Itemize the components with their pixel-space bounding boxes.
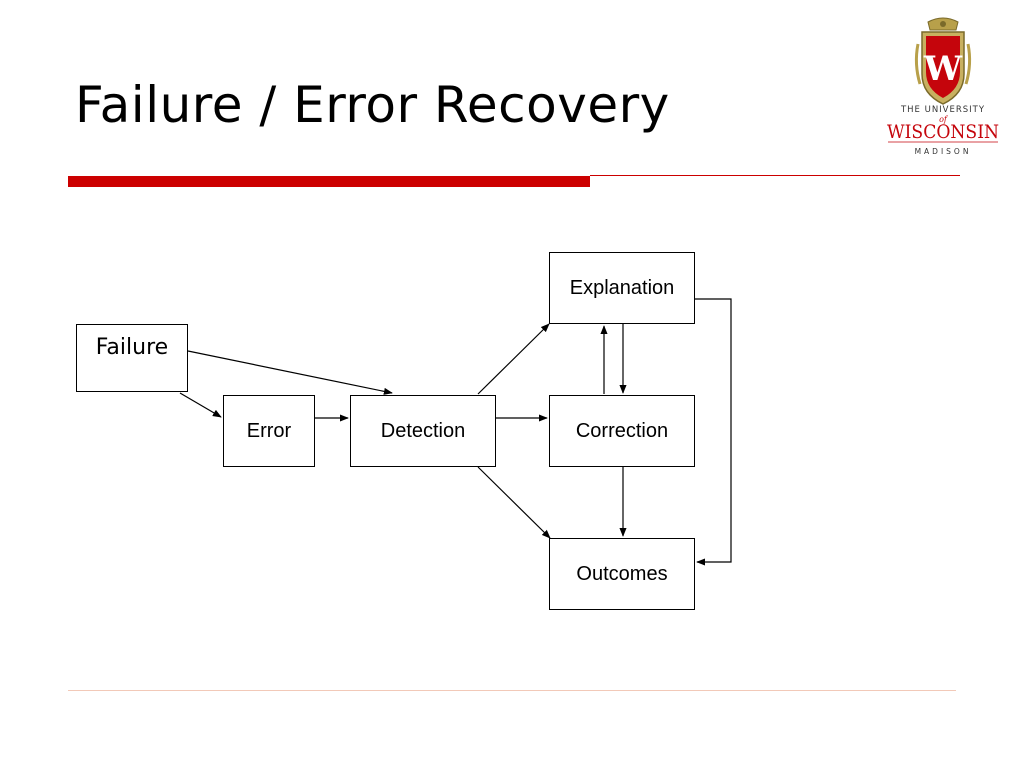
- node-failure: Failure: [76, 324, 188, 392]
- crest-letter: W: [923, 49, 963, 89]
- university-logo: W THE UNIVERSITY of WISCONSIN MADISON: [884, 14, 1002, 160]
- edge-failure-error: [179, 392, 222, 418]
- node-explanation: Explanation: [549, 252, 695, 324]
- node-outcomes: Outcomes: [549, 538, 695, 610]
- edge-detection-outcomes: [477, 466, 551, 539]
- node-correction: Correction: [549, 395, 695, 467]
- edge-explanation-outcomes: [695, 298, 732, 566]
- logo-line-3: WISCONSIN: [887, 121, 999, 143]
- logo-line-1: THE UNIVERSITY: [900, 105, 985, 115]
- edge-detection-explanation: [477, 323, 550, 395]
- node-error: Error: [223, 395, 315, 467]
- crest-icon: W THE UNIVERSITY of WISCONSIN MADISON: [887, 17, 999, 156]
- title-rule-thin: [590, 175, 960, 176]
- edge-failure-detection: [187, 350, 393, 395]
- logo-line-4: MADISON: [915, 147, 972, 156]
- slide-title: Failure / Error Recovery: [75, 76, 670, 134]
- footer-rule: [68, 690, 956, 691]
- node-detection: Detection: [350, 395, 496, 467]
- title-rule-thick: [68, 176, 590, 187]
- logo-line-2: of: [939, 115, 949, 124]
